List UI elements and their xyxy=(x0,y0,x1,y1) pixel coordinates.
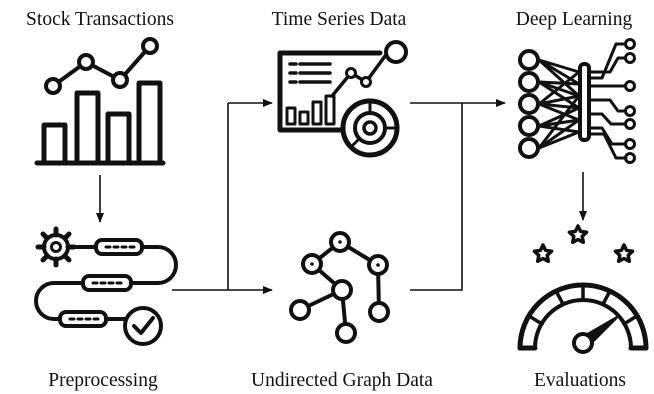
check-icon xyxy=(134,318,153,333)
gear-icon xyxy=(38,229,74,265)
star-icon xyxy=(534,245,551,261)
star-icon xyxy=(569,226,586,242)
process-pipeline-icon xyxy=(36,229,176,344)
evaluations-label: Evaluations xyxy=(533,370,627,391)
star-icon xyxy=(615,245,632,261)
deep-learning-label: Deep Learning xyxy=(515,9,633,30)
time-series-label: Time Series Data xyxy=(271,9,407,30)
bar-line-chart-icon xyxy=(37,39,163,163)
neural-network-icon xyxy=(520,40,635,163)
undirected-graph-label: Undirected Graph Data xyxy=(251,370,433,391)
undirected-graph-icon xyxy=(291,233,388,342)
connector-arrows xyxy=(96,99,587,294)
arrow-graph-to-merge xyxy=(410,103,462,290)
preprocessing-label: Preprocessing xyxy=(48,370,158,391)
dashboard-chart-icon xyxy=(280,42,406,155)
stock-transactions-label: Stock Transactions xyxy=(26,9,174,30)
rating-gauge-icon xyxy=(520,226,646,352)
arrow-preprocessing-to-split xyxy=(172,103,228,290)
